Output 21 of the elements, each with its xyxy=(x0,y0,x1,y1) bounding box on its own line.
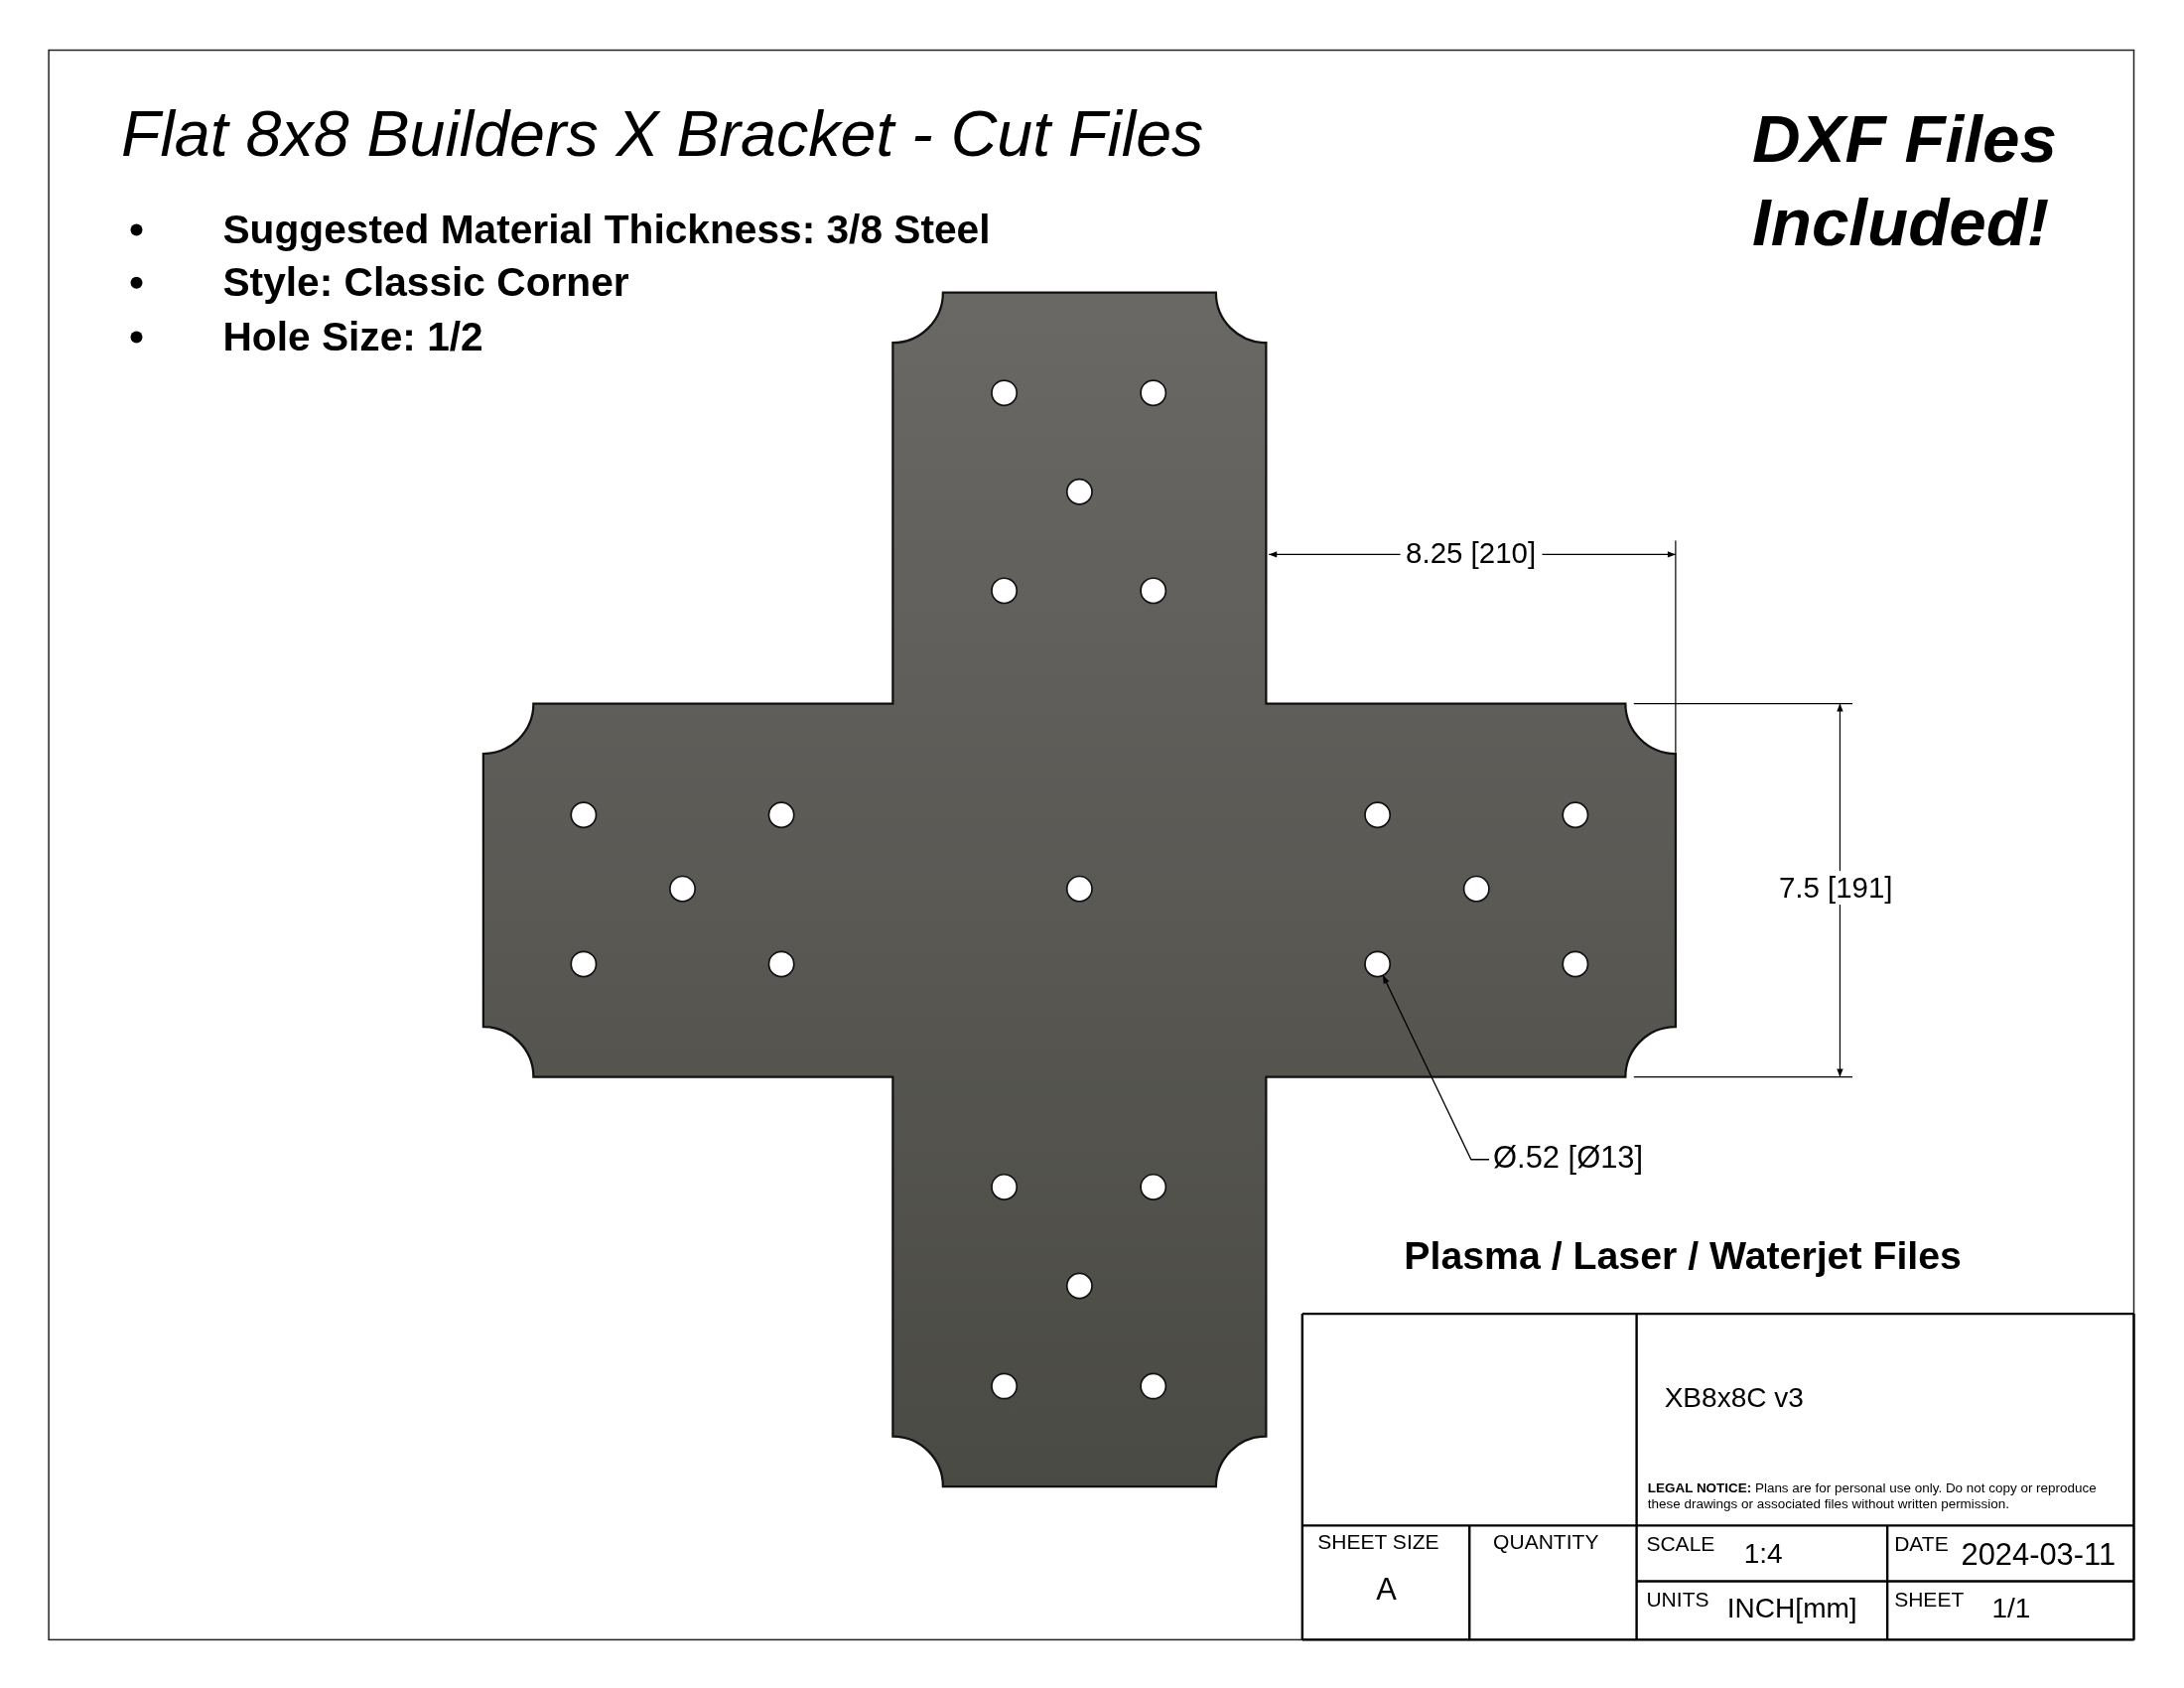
field-label: SHEET xyxy=(1894,1588,1965,1613)
legal-notice: LEGAL NOTICE: Plans are for personal use only. Do not copy or reproduce these drawings or associated files without written permission. xyxy=(1647,1480,2098,1512)
leader-line xyxy=(1382,974,1490,1161)
part-number: XB8x8C v3 xyxy=(1664,1381,1804,1415)
callout-text: Ø.52 [Ø13] xyxy=(1493,1139,1644,1176)
field-value: INCH[mm] xyxy=(1726,1592,1857,1624)
drawing-title: Flat 8x8 Builders X Bracket - Cut Files xyxy=(121,97,1204,172)
field-value: A xyxy=(1376,1571,1397,1608)
field-label: DATE xyxy=(1894,1532,1949,1557)
field-label: SCALE xyxy=(1646,1532,1715,1557)
field-value: 1/1 xyxy=(1991,1592,2031,1624)
field-value: 2024-03-11 xyxy=(1961,1536,2116,1573)
bullet-text: Hole Size: 1/2 xyxy=(222,313,483,360)
field-value: 1:4 xyxy=(1743,1537,1783,1571)
bullet-text: Suggested Material Thickness: 3/8 Steel xyxy=(222,206,991,253)
field-label: QUANTITY xyxy=(1493,1529,1599,1554)
bullet-text: Style: Classic Corner xyxy=(222,258,629,306)
field-label: SHEET SIZE xyxy=(1317,1529,1439,1554)
headline: DXF Files Included! xyxy=(1752,100,2058,262)
section-heading: Plasma / Laser / Waterjet Files xyxy=(1404,1232,1962,1278)
field-label: UNITS xyxy=(1646,1588,1709,1613)
